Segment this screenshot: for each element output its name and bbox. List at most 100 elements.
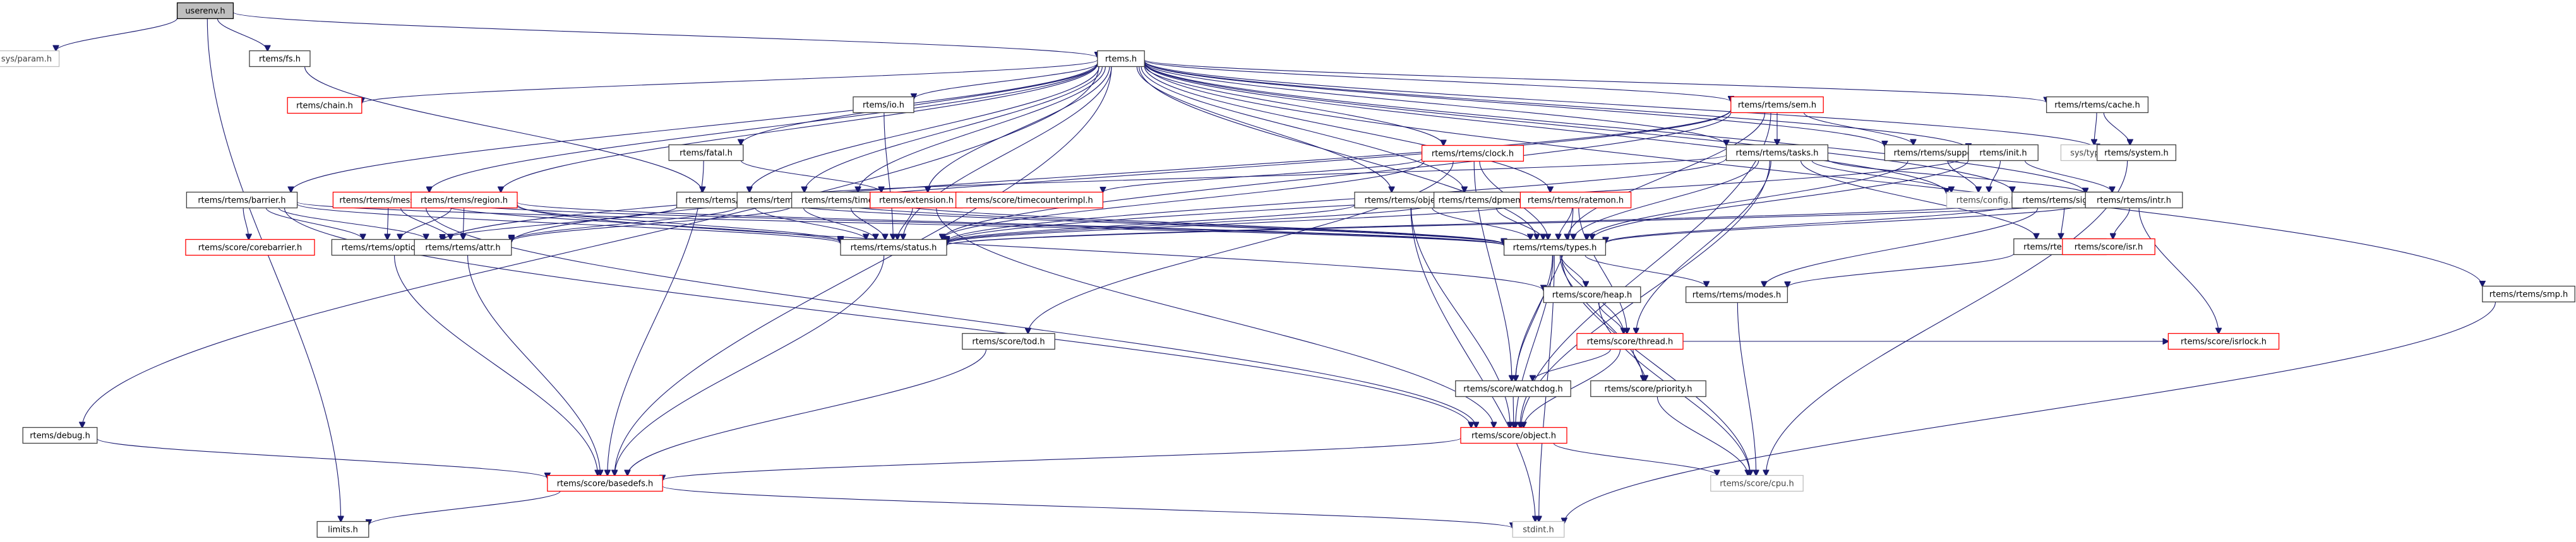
node-label: rtems/rtems/tasks.h <box>1735 149 1818 158</box>
edge-sem-to-types <box>1567 112 1766 240</box>
edge-rtems-to-config <box>1144 62 1946 194</box>
graph-node-corebarrier[interactable]: rtems/score/corebarrier.h <box>185 239 315 256</box>
graph-node-region[interactable]: rtems/rtems/region.h <box>410 191 518 209</box>
graph-node-isrlock[interactable]: rtems/score/isrlock.h <box>2167 333 2280 350</box>
edge-sem-to-status <box>942 112 1732 240</box>
edge-rtems-to-sem <box>1144 60 1731 102</box>
edge-userenv-to-fs <box>217 18 267 51</box>
edge-basedefs-to-stdint <box>662 486 1513 528</box>
graph-node-fs[interactable]: rtems/fs.h <box>249 50 311 68</box>
edge-clock-to-tod <box>1028 161 1454 334</box>
node-label: rtems/rtems/attr.h <box>425 244 500 253</box>
edge-thread-to-priority <box>1632 349 1645 381</box>
node-box <box>1730 96 1824 114</box>
graph-node-barrier[interactable]: rtems/rtems/barrier.h <box>186 191 298 209</box>
graph-node-fatal[interactable]: rtems/fatal.h <box>668 144 744 162</box>
edge-sem-to-options <box>443 109 1732 242</box>
node-box <box>1519 191 1632 209</box>
graph-node-limits[interactable]: limits.h <box>316 521 369 538</box>
edge-userenv-to-rtems <box>232 11 1097 57</box>
edge-basedefs-to-limits <box>369 491 561 525</box>
edge-tasks-to-types <box>1573 160 1759 240</box>
edge-message-to-types <box>443 202 1504 245</box>
graph-node-isr[interactable]: rtems/score/isr.h <box>2062 238 2155 256</box>
graph-node-status[interactable]: rtems/rtems/status.h <box>840 239 947 256</box>
edge-timer-to-status <box>850 208 885 240</box>
node-label: rtems/score/watchdog.h <box>1463 385 1562 394</box>
node-box <box>1460 427 1567 444</box>
graph-node-sysparam[interactable]: sys/param.h <box>0 50 60 68</box>
node-box <box>668 144 744 162</box>
edge-types-to-modes <box>1585 255 1706 287</box>
graph-node-dpmem[interactable]: rtems/rtems/dpmem.h <box>1433 191 1537 209</box>
graph-node-watchdog[interactable]: rtems/score/watchdog.h <box>1455 380 1571 398</box>
graph-node-init[interactable]: rtems/init.h <box>1968 144 2039 162</box>
node-label: rtems/fatal.h <box>680 149 733 158</box>
edge-barrier-to-types <box>297 201 1504 245</box>
edge-thread-to-watchdog <box>1533 349 1611 381</box>
edge-tasks-to-status <box>947 158 1727 242</box>
edge-extension-to-scoreobject <box>936 208 1494 428</box>
graph-node-cache[interactable]: rtems/rtems/cache.h <box>2046 96 2149 114</box>
node-label: rtems/rtems/sem.h <box>1738 101 1816 110</box>
graph-node-thread[interactable]: rtems/score/thread.h <box>1576 333 1684 350</box>
node-box <box>962 333 1055 350</box>
edge-region-to-options <box>400 208 452 240</box>
edge-tasks-to-config <box>1811 160 1951 192</box>
node-label: rtems/rtems/timer.h <box>801 196 884 206</box>
node-label: rtems/io.h <box>863 101 904 110</box>
graph-node-priority[interactable]: rtems/score/priority.h <box>1590 380 1706 398</box>
graph-node-smp[interactable]: rtems/rtems/smp.h <box>2482 285 2575 303</box>
graph-node-sem[interactable]: rtems/rtems/sem.h <box>1730 96 1824 114</box>
node-box <box>414 239 512 256</box>
node-box <box>1590 380 1706 398</box>
graph-node-extension[interactable]: rtems/extension.h <box>870 191 963 209</box>
node-label: rtems/rtems/object.h <box>1365 196 1451 206</box>
edge-watchdog-to-scoreobject <box>1513 396 1514 428</box>
graph-node-modes[interactable]: rtems/rtems/modes.h <box>1685 286 1788 303</box>
graph-node-basedefs[interactable]: rtems/score/basedefs.h <box>547 474 663 492</box>
edge-options-to-basedefs <box>393 255 598 476</box>
graph-node-system[interactable]: rtems/system.h <box>2096 144 2177 162</box>
graph-node-rtems[interactable]: rtems.h <box>1097 50 1145 68</box>
node-box <box>176 2 234 20</box>
edge-extension-to-status <box>897 208 913 240</box>
graph-node-stdint[interactable]: stdint.h <box>1512 521 1565 538</box>
edge-userenv-to-sysparam <box>56 18 178 51</box>
node-box <box>316 521 369 538</box>
edge-part-to-types <box>834 203 1504 244</box>
node-box <box>1433 191 1537 209</box>
edge-intr-to-types <box>1605 203 2086 243</box>
graph-node-intr[interactable]: rtems/rtems/intr.h <box>2085 191 2183 209</box>
graph-node-timecounterimpl[interactable]: rtems/score/timecounterimpl.h <box>955 191 1104 209</box>
node-label: rtems/rtems/intr.h <box>2097 196 2171 206</box>
graph-node-tasks[interactable]: rtems/rtems/tasks.h <box>1725 144 1829 162</box>
node-label: rtems/score/corebarrier.h <box>198 244 303 253</box>
graph-node-types[interactable]: rtems/rtems/types.h <box>1503 239 1607 256</box>
edge-rtems-to-timer <box>858 66 1106 192</box>
edge-barrier-to-status <box>297 203 841 244</box>
edge-clock-to-status <box>942 161 1425 240</box>
graph-node-userenv[interactable]: userenv.h <box>176 2 234 20</box>
graph-node-debug[interactable]: rtems/debug.h <box>22 427 98 444</box>
edge-part-to-status <box>803 208 876 240</box>
graph-node-ratemon[interactable]: rtems/rtems/ratemon.h <box>1519 191 1632 209</box>
node-box <box>1503 239 1607 256</box>
graph-node-cpu[interactable]: rtems/score/cpu.h <box>1710 474 1804 492</box>
edge-rtems-to-basedefs <box>614 66 1112 476</box>
graph-node-tod[interactable]: rtems/score/tod.h <box>962 333 1055 350</box>
graph-node-io[interactable]: rtems/io.h <box>853 96 914 114</box>
graph-node-scoreobject[interactable]: rtems/score/object.h <box>1460 427 1567 444</box>
edge-tasks-to-intr <box>1827 159 2085 194</box>
node-label: rtems/rtems/barrier.h <box>198 196 285 206</box>
graph-node-heap[interactable]: rtems/score/heap.h <box>1543 286 1641 303</box>
node-label: rtems/score/isr.h <box>2075 243 2143 252</box>
graph-node-attr[interactable]: rtems/rtems/attr.h <box>414 239 512 256</box>
graph-node-chain[interactable]: rtems/chain.h <box>287 97 362 114</box>
node-label: sys/param.h <box>1 55 52 64</box>
edge-init-to-config <box>1989 160 2001 192</box>
edge-region-to-attr <box>463 208 464 240</box>
graph-node-clock[interactable]: rtems/rtems/clock.h <box>1421 144 1525 162</box>
edge-event-to-options <box>443 206 678 240</box>
